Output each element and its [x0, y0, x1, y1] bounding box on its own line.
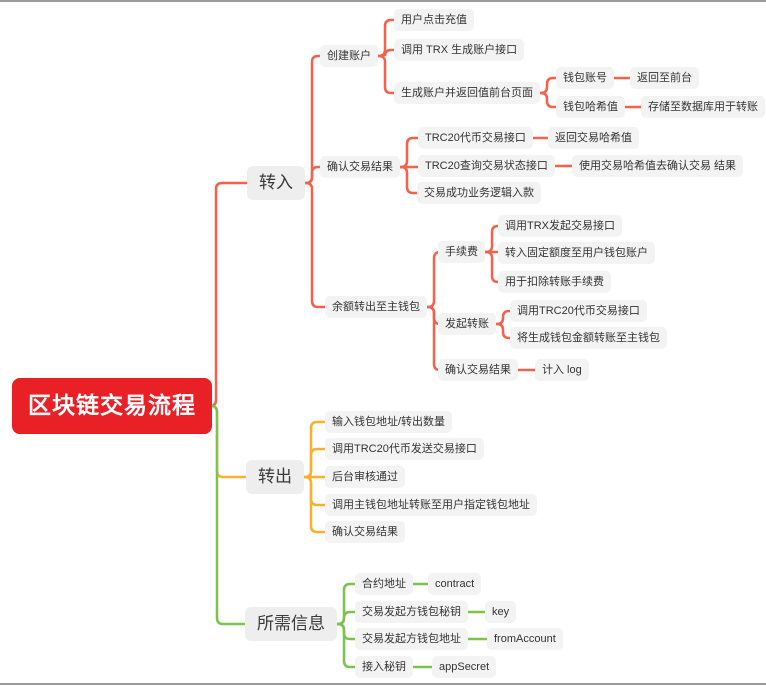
- node-trc20-token-tx-api[interactable]: TRC20代币交易接口: [418, 126, 533, 150]
- connector-out-topic-out-maintouser: [301, 475, 328, 507]
- node-user-click-recharge[interactable]: 用户点击充值: [394, 8, 474, 32]
- frame-bottom-border: [0, 683, 766, 685]
- node-sender-wallet-address[interactable]: 交易发起方钱包地址: [355, 627, 468, 651]
- node-store-db-for-transfer[interactable]: 存储至数据库用于转账: [641, 95, 765, 119]
- node-deduct-transfer-fee[interactable]: 用于扣除转账手续费: [498, 270, 611, 294]
- node-sender-wallet-key[interactable]: 交易发起方钱包秘钥: [355, 600, 468, 624]
- connector-in-genaccount-in-wallethash: [537, 91, 559, 109]
- connector-root-info-topic: [209, 404, 248, 626]
- node-contract-value[interactable]: contract: [428, 572, 482, 596]
- connector-in-initiate-in-tomain: [493, 322, 513, 340]
- node-wallet-hash[interactable]: 钱包哈希值: [556, 95, 625, 119]
- node-key-value[interactable]: key: [485, 600, 517, 624]
- node-input-wallet-address-amount[interactable]: 输入钱包地址/转出数量: [325, 410, 453, 434]
- node-confirm-tx-result-3[interactable]: 确认交易结果: [325, 520, 405, 544]
- node-call-trx-initiate-tx-api[interactable]: 调用TRX发起交易接口: [498, 214, 622, 238]
- node-create-account-return-frontend[interactable]: 生成账户并返回值前台页面: [394, 81, 540, 105]
- connector-in-initiate-in-calltrc20: [493, 309, 513, 326]
- node-balance-to-main-wallet[interactable]: 余额转出至主钱包: [325, 295, 427, 319]
- node-trc20-query-tx-status-api[interactable]: TRC20查询交易状态接口: [418, 154, 555, 178]
- node-transfer-generated-to-main[interactable]: 将生成钱包金额转账至主钱包: [510, 326, 667, 350]
- node-transfer-fixed-amount[interactable]: 转入固定额度至用户钱包账户: [498, 241, 655, 265]
- node-fromaccount-value[interactable]: fromAccount: [487, 627, 563, 651]
- node-appsecret-value[interactable]: appSecret: [432, 655, 497, 679]
- node-wallet-account[interactable]: 钱包账号: [556, 66, 614, 90]
- node-create-account[interactable]: 创建账户: [320, 44, 378, 68]
- connector-in-fee-in-deduct: [482, 250, 501, 284]
- connector-out-topic-out-confirm: [301, 475, 328, 534]
- node-access-secret[interactable]: 接入秘钥: [355, 655, 413, 679]
- topic-required-info[interactable]: 所需信息: [245, 606, 337, 642]
- node-return-tx-hash[interactable]: 返回交易哈希值: [548, 126, 639, 150]
- connector-in-confirm-in-trc20tx: [397, 136, 421, 169]
- connector-info-topic-info-key: [334, 610, 358, 626]
- node-call-trc20-send-tx-api[interactable]: 调用TRC20代币发送交易接口: [325, 437, 484, 461]
- node-main-wallet-to-user-address[interactable]: 调用主钱包地址转账至用户指定钱包地址: [325, 493, 537, 517]
- connector-info-topic-info-contract: [334, 582, 358, 626]
- connector-in-confirm-in-txsuccess: [397, 165, 420, 195]
- connector-in-topic-in-confirm: [302, 165, 323, 185]
- node-call-trx-create-account-api[interactable]: 调用 TRX 生成账户接口: [394, 38, 525, 62]
- node-initiate-transfer[interactable]: 发起转账: [438, 312, 496, 336]
- connector-in-topic-in-balance: [302, 181, 328, 309]
- topic-transfer-out[interactable]: 转出: [246, 459, 304, 495]
- node-tx-success-business-logic[interactable]: 交易成功业务逻辑入款: [417, 181, 541, 205]
- connector-in-genaccount-in-walletacct: [537, 76, 559, 95]
- node-return-to-frontend[interactable]: 返回至前台: [630, 66, 699, 90]
- topic-transfer-in[interactable]: 转入: [247, 165, 305, 201]
- node-log[interactable]: 计入 log: [535, 358, 589, 382]
- connector-in-create-in-genaccount: [375, 54, 397, 95]
- node-confirm-tx-result-2[interactable]: 确认交易结果: [438, 358, 518, 382]
- connector-in-fee-in-calltrxtx: [482, 224, 501, 254]
- node-call-trc20-token-tx-api[interactable]: 调用TRC20代币交易接口: [510, 299, 647, 323]
- connector-in-balance-in-confirm2: [424, 305, 441, 372]
- node-use-tx-hash-confirm-result[interactable]: 使用交易哈希值去确认交易 结果: [572, 154, 744, 178]
- connector-in-topic-in-create: [302, 54, 323, 185]
- root-topic[interactable]: 区块链交易流程: [12, 378, 212, 434]
- connector-info-topic-info-secret: [334, 622, 358, 669]
- connector-info-topic-info-addr: [334, 622, 358, 641]
- node-contract-address[interactable]: 合约地址: [355, 572, 413, 596]
- connector-root-in-topic: [209, 181, 250, 408]
- node-confirm-tx-result-1[interactable]: 确认交易结果: [320, 155, 400, 179]
- connector-out-topic-out-send: [301, 447, 328, 479]
- frame-top-border: [0, 0, 766, 2]
- node-backend-approval[interactable]: 后台审核通过: [325, 465, 405, 489]
- node-fee[interactable]: 手续费: [438, 240, 485, 264]
